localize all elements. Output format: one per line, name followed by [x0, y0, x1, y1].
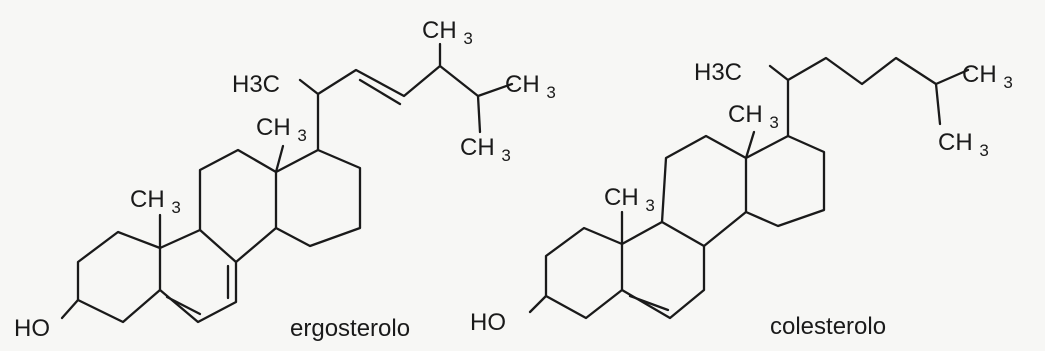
cholesterol-h3c-label: H3C — [694, 59, 742, 86]
cholesterol-side-ch3-low-label: CH 3 — [938, 129, 989, 160]
cholesterol-side-ch3-right-label: CH 3 — [962, 61, 1013, 92]
cholesterol-ring-c — [660, 134, 748, 248]
ergosterol-side-ch3-top-label: CH 3 — [422, 17, 473, 48]
cholesterol-ring-b — [620, 220, 706, 320]
ergosterol-double-bond-5-6 — [165, 295, 202, 316]
cholesterol-ring-d — [744, 134, 826, 228]
ergosterol-hydroxyl-label: HO — [14, 315, 50, 342]
ergosterol-ring-d — [274, 148, 362, 248]
cholesterol-c13-methyl-bond — [744, 130, 756, 160]
cholesterol-side-chain — [768, 56, 970, 138]
ergosterol-side-ch3-low-label: CH 3 — [460, 134, 511, 165]
cholesterol-double-bond-5-6 — [628, 294, 670, 312]
ergosterol-ring-a — [76, 230, 162, 324]
ergosterol-side-ch3-right-label: CH 3 — [505, 71, 556, 102]
cholesterol-ring-a — [544, 226, 624, 320]
cholesterol-hydroxyl-label: HO — [470, 309, 506, 336]
ergosterol-c13-methyl-bond — [274, 144, 285, 174]
ergosterol-side-chain-double-bond — [358, 78, 402, 106]
ergosterol-structure — [60, 42, 514, 324]
ergosterol-hydroxyl-bond — [60, 298, 80, 320]
ergosterol-ring-b — [158, 228, 238, 324]
ergosterol-side-chain — [298, 42, 514, 152]
cholesterol-hydroxyl-bond — [528, 294, 548, 314]
cholesterol-c13-methyl-label: CH 3 — [728, 101, 779, 132]
ergosterol-ring-c — [198, 148, 278, 264]
ergosterol-c10-methyl-label: CH 3 — [130, 186, 181, 217]
ergosterol-h3c-label: H3C — [232, 71, 280, 98]
cholesterol-c10-methyl-label: CH 3 — [604, 184, 655, 215]
cholesterol-name: colesterolo — [770, 313, 886, 340]
ergosterol-name: ergosterolo — [290, 315, 410, 342]
ergosterol-c13-methyl-label: CH 3 — [256, 114, 307, 145]
cholesterol-structure — [528, 56, 970, 320]
